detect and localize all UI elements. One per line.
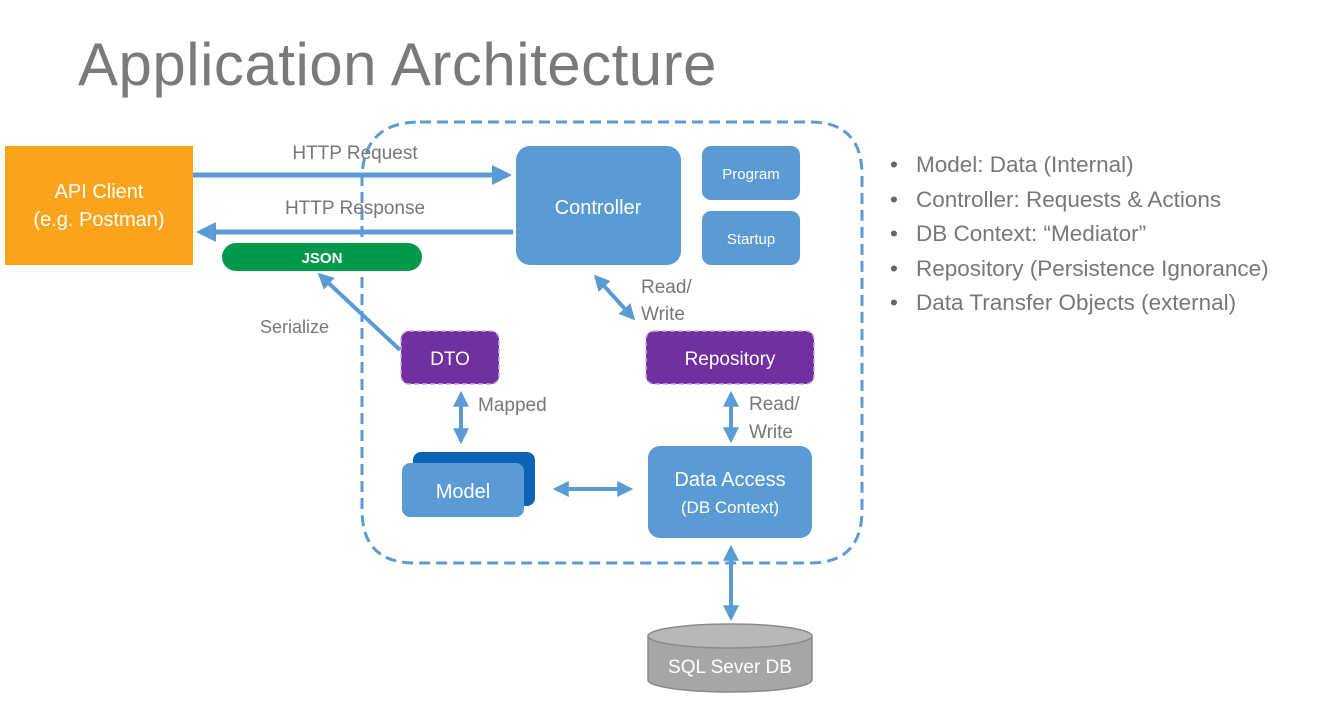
bullet-item: •Repository (Persistence Ignorance) — [890, 252, 1269, 287]
bullet-icon: • — [890, 221, 898, 246]
read-write-label-2: Read/ — [749, 394, 800, 415]
controller-node: Controller — [516, 146, 681, 265]
model-node: Model — [402, 452, 535, 517]
bullet-icon: • — [890, 290, 898, 315]
repository-label: Repository — [685, 349, 776, 370]
data-access-label: Data Access — [674, 469, 785, 491]
serialize-label: Serialize — [260, 317, 329, 337]
api-client-sublabel: (e.g. Postman) — [33, 209, 164, 231]
application-boundary — [360, 120, 864, 565]
read-write-label-1: Read/ — [641, 277, 692, 298]
bullet-icon: • — [890, 255, 898, 281]
program-node: Program — [702, 146, 800, 200]
slide-title: Application Architecture — [78, 31, 718, 98]
api-client-node: API Client (e.g. Postman) — [5, 146, 193, 265]
mapped-label: Mapped — [478, 395, 547, 416]
dto-label: DTO — [430, 349, 470, 370]
serialize-arrow — [317, 272, 402, 352]
bullet-item: •Data Transfer Objects (external) — [890, 286, 1269, 321]
bullet-item: •Model: Data (Internal) — [890, 148, 1269, 183]
startup-node: Startup — [702, 211, 800, 265]
dto-node: DTO — [400, 330, 500, 385]
model-label: Model — [436, 481, 490, 503]
bullet-icon: • — [890, 186, 898, 212]
startup-label: Startup — [727, 231, 775, 248]
bullet-list: •Model: Data (Internal) •Controller: Req… — [890, 148, 1269, 321]
bullet-item: •DB Context: “Mediator” — [890, 217, 1269, 252]
data-access-sublabel: (DB Context) — [681, 498, 779, 517]
read-write-label-1b: Write — [641, 304, 685, 325]
bullet-icon: • — [890, 152, 898, 177]
program-label: Program — [722, 166, 780, 183]
api-client-label: API Client — [55, 181, 144, 203]
database-label: SQL Sever DB — [668, 657, 792, 678]
read-write-label-2b: Write — [749, 422, 793, 443]
http-request-label: HTTP Request — [292, 143, 418, 164]
json-node: JSON — [222, 243, 422, 271]
http-response-label: HTTP Response — [285, 198, 425, 219]
repository-node: Repository — [645, 330, 815, 385]
bullet-item: •Controller: Requests & Actions — [890, 183, 1269, 218]
json-label: JSON — [302, 250, 343, 267]
database-node: SQL Sever DB — [647, 623, 813, 693]
controller-label: Controller — [555, 197, 642, 219]
controller-repository-arrow — [593, 274, 636, 321]
data-access-node: Data Access (DB Context) — [648, 446, 812, 538]
